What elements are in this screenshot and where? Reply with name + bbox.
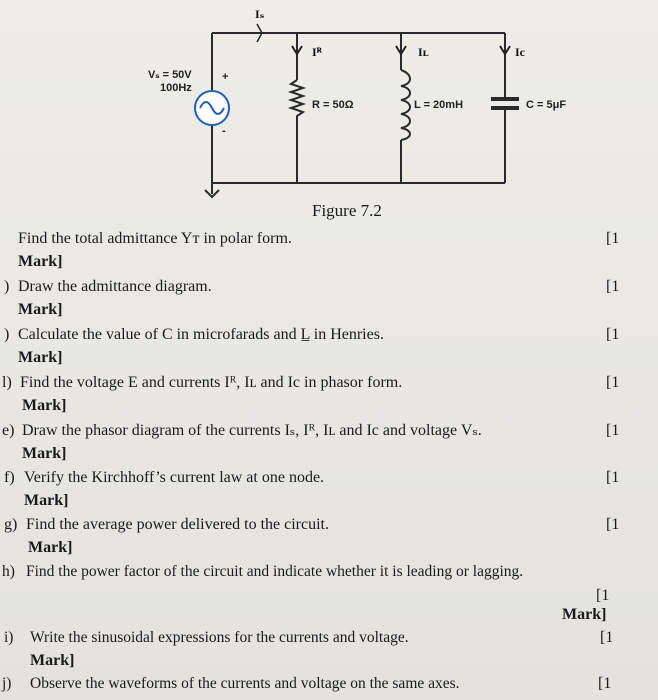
question-g-mark-word: Mark] (28, 539, 73, 556)
question-e-mark-bracket: [1 (606, 422, 620, 439)
question-b: )Draw the admittance diagram. (4, 278, 212, 295)
question-d-mark-bracket: [1 (606, 374, 620, 391)
question-i-text: Write the sinusoidal expressions for the… (30, 629, 409, 646)
question-j-mark-bracket: [1 (598, 675, 612, 692)
plus-sign: + (222, 71, 228, 83)
question-f-mark-word: Mark] (24, 492, 69, 509)
current-ir-label: Iᴿ (312, 45, 323, 59)
question-e-text: Draw the phasor diagram of the currents … (22, 422, 482, 439)
question-b-text: Draw the admittance diagram. (18, 278, 212, 295)
minus-sign: - (222, 125, 226, 137)
source-voltage-label: Vₛ = 50V (148, 69, 192, 81)
question-f: f)Verify the Kirchhoff’s current law at … (4, 469, 325, 486)
question-d-mark-word: Mark] (22, 397, 67, 414)
current-ic-label: Ic (515, 45, 526, 59)
question-c-text: Calculate the value of C in microfarads … (18, 326, 384, 343)
question-g-text: Find the average power delivered to the … (26, 516, 329, 533)
question-g: g)Find the average power delivered to th… (4, 516, 329, 533)
question-g-mark-bracket: [1 (606, 516, 620, 533)
question-h-mark-word: Mark] (562, 606, 607, 623)
question-d: l)Find the voltage E and currents Iᴿ, Iʟ… (2, 374, 403, 391)
capacitor-icon (491, 97, 519, 110)
question-a-text: Find the total admittance Yᴛ in polar fo… (18, 230, 292, 247)
question-e: e)Draw the phasor diagram of the current… (2, 422, 482, 439)
sine-wave-icon (199, 101, 225, 115)
question-f-mark-bracket: [1 (606, 469, 620, 486)
question-b-mark-bracket: [1 (606, 278, 620, 295)
ic-arrow-icon (499, 45, 511, 56)
question-c-mark-bracket: [1 (606, 326, 620, 343)
is-arrow-icon (256, 23, 263, 43)
resistor-icon (287, 79, 307, 120)
question-a: Find the total admittance Yᴛ in polar fo… (6, 229, 292, 249)
source-frequency-label: 100Hz (160, 82, 192, 94)
ir-arrow-icon (291, 45, 303, 56)
inductor-icon (400, 69, 411, 141)
question-a-mark-bracket: [1 (606, 230, 620, 247)
question-f-text: Verify the Kirchhoff’s current law at on… (24, 469, 325, 486)
question-j-text: Observe the waveforms of the currents an… (30, 675, 460, 692)
question-e-mark-word: Mark] (22, 445, 67, 462)
current-il-label: Iʟ (418, 45, 429, 59)
question-c: )Calculate the value of C in microfarads… (4, 326, 384, 343)
question-h-text: Find the power factor of the circuit and… (26, 563, 524, 580)
question-h: h)Find the power factor of the circuit a… (2, 563, 524, 580)
question-i-mark-bracket: [1 (600, 629, 614, 646)
current-is-label: Iₛ (255, 7, 265, 21)
question-i: i)Write the sinusoidal expressions for t… (4, 629, 409, 646)
circuit-diagram: Iₛ Iᴿ Iʟ Ic Vₛ = 50V 100Hz + - R = 50Ω L… (148, 7, 566, 199)
il-arrow-icon (395, 45, 407, 56)
figure-caption: Figure 7.2 (312, 201, 382, 220)
inductor-label: L = 20mH (414, 99, 463, 111)
question-i-mark-word: Mark] (30, 652, 75, 669)
question-c-mark-word: Mark] (18, 349, 63, 366)
question-a-mark-word: Mark] (18, 253, 63, 270)
question-j: j)Observe the waveforms of the currents … (2, 675, 460, 692)
question-h-mark-bracket: [1 (596, 587, 610, 604)
question-d-text: Find the voltage E and currents Iᴿ, Iʟ a… (20, 374, 403, 391)
ground-symbol (204, 183, 220, 199)
capacitor-label: C = 5μF (526, 99, 566, 111)
question-b-mark-word: Mark] (18, 301, 63, 318)
resistor-label: R = 50Ω (312, 99, 354, 111)
